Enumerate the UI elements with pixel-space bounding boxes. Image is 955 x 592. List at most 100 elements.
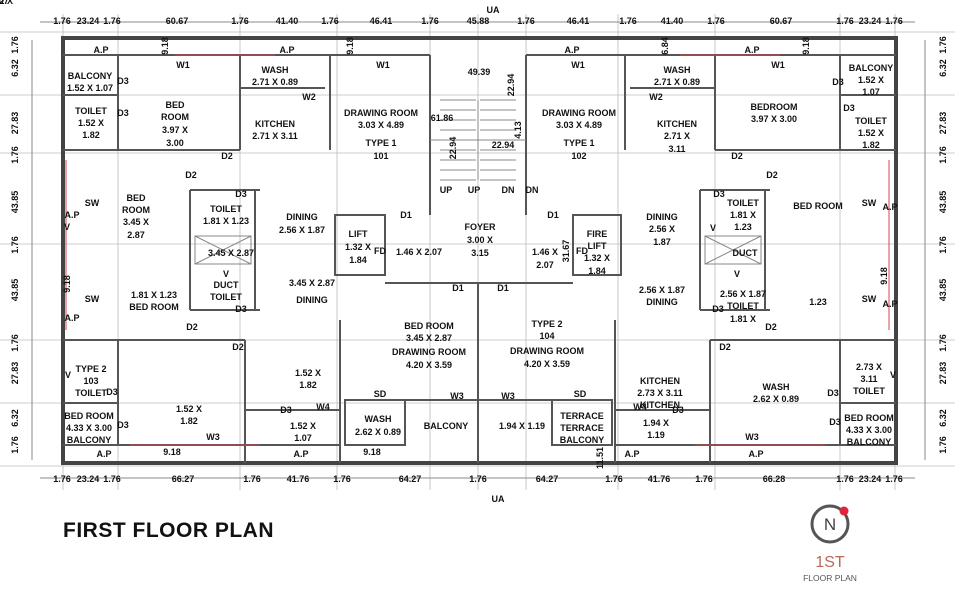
tag-label: D2 [221,151,233,161]
tag-label: W3 [450,391,464,401]
left-dimension: 6.32 [10,409,20,427]
top-dimension: 46.41 [370,16,393,26]
tag-label: FD [374,246,386,256]
room-label: 4.20 X 3.59 [406,360,452,370]
tag-label: D1 [452,283,464,293]
room-label: 1.23 [809,297,827,307]
room-label: 1.52 X [290,421,316,431]
tag-label: D1 [497,283,509,293]
left-dimension: 27.83 [10,362,20,385]
room-label: KITCHEN [255,119,295,129]
room-label: WASH [262,65,289,75]
room-label: BED ROOM [404,321,454,331]
room-label: 1.82 [299,380,317,390]
tag-label: SW [862,294,877,304]
room-label: TOILET [727,198,759,208]
right-dimension: 43.85 [938,191,948,214]
staircase [440,99,516,181]
right-dimension: 43.85 [938,279,948,302]
tag-label: 49.39 [468,67,491,77]
room-label: KITCHEN [640,376,680,386]
room-label: DRAWING ROOM [344,108,418,118]
room-label: 1.81 X 1.23 [131,290,177,300]
tag-label: DN [502,185,515,195]
right-dimension: 1.76 [938,334,948,352]
ducts [194,235,762,265]
top-dimension: 46.41 [567,16,590,26]
room-label: TOILET [75,106,107,116]
room-label: 1.82 [862,140,880,150]
top-ua-label: UA [487,5,500,15]
tag-label: D3 [106,387,118,397]
tag-label: DN [526,185,539,195]
bottom-dimension: 64.27 [399,474,422,484]
tag-label: D3 [117,76,129,86]
room-label: DINING [646,297,678,307]
room-label: LIFT [349,229,368,239]
tag-label: V [710,223,716,233]
room-label: 1.82 [180,416,198,426]
room-label: 103 [83,376,98,386]
tag-label: D2 [719,342,731,352]
room-label: BALCONY [424,421,469,431]
tag-label: A.P [293,449,308,459]
tag-label: 22.94 [448,137,458,160]
tag-label: 9.18 [62,275,72,293]
room-label: FIRE [587,229,608,239]
left-dimension: 1.76 [10,334,20,352]
bottom-dimension: 1.76 [243,474,261,484]
tag-label: V [65,370,71,380]
tag-label: D3 [117,420,129,430]
room-label: DINING [286,212,318,222]
tag-label: D2 [731,151,743,161]
room-label: 2.07 [536,260,554,270]
tag-label: 9.18 [801,37,811,55]
room-label: 3.00 X [467,235,493,245]
tag-label: A.P [624,449,639,459]
room-label: 1.52 X [0,0,13,6]
tag-label: SD [574,389,587,399]
room-label: 1.32 X [584,253,610,263]
room-label: TOILET [727,301,759,311]
bottom-dimension: 23.24 [77,474,100,484]
left-dimension: 1.76 [10,436,20,454]
top-dimension: 41.40 [276,16,299,26]
top-dimension: 1.76 [103,16,121,26]
room-label: 2.71 X 0.89 [654,77,700,87]
room-label: TYPE 1 [365,138,396,148]
room-label: 1.81 X [730,210,756,220]
bottom-dimension: 1.76 [836,474,854,484]
tag-label: A.P [64,313,79,323]
tag-label: 11.51 [595,447,605,469]
room-label: 3.45 X 2.87 [406,333,452,343]
left-dimension: 1.76 [10,236,20,254]
bottom-dimension: 1.76 [695,474,713,484]
bottom-dimension: 1.76 [605,474,623,484]
room-label: 1.19 [647,430,665,440]
room-label: 1.46 X 2.07 [396,247,442,257]
room-label: 3.11 [668,144,685,154]
room-label: 2.73 X [856,362,882,372]
room-label: 2.71 X 0.89 [252,77,298,87]
top-dimension: 1.76 [707,16,725,26]
room-label: 2.71 X 3.11 [252,131,298,141]
room-label: 3.15 [471,248,489,258]
room-label: 2.56 X [649,224,675,234]
top-dimension: 60.67 [770,16,793,26]
tag-label: A.P [744,45,759,55]
tag-label: D2 [185,170,197,180]
tag-label: D2 [186,322,198,332]
tag-label: FD [576,246,588,256]
tag-label: V [734,269,740,279]
room-label: 104 [539,331,554,341]
tag-label: SW [85,294,100,304]
room-label: 1.84 [349,255,367,265]
room-label: 1.81 X 1.23 [203,216,249,226]
dimension-lines [31,21,926,479]
room-label: TOILET [210,292,242,302]
bottom-dimension: 1.76 [885,474,903,484]
room-label: DINING [296,295,328,305]
room-label: 2.56 X 1.87 [279,225,325,235]
